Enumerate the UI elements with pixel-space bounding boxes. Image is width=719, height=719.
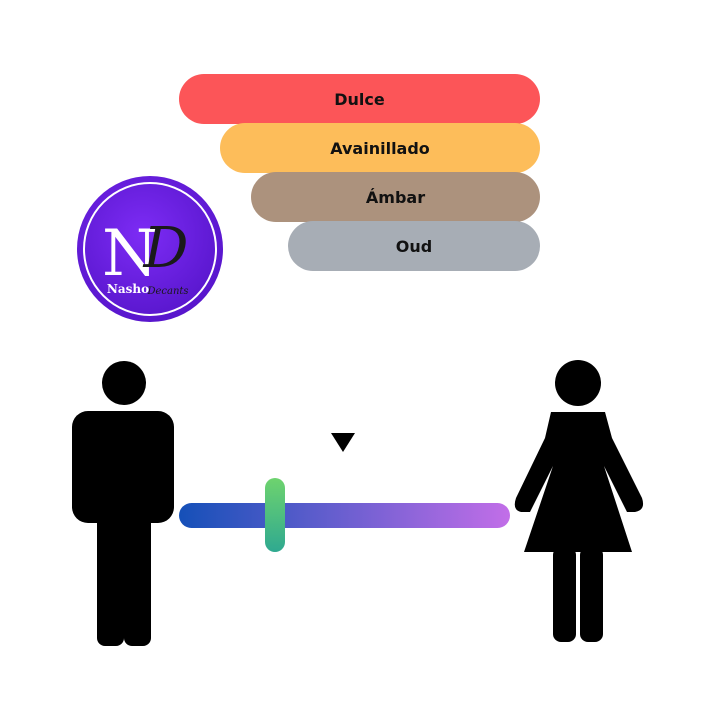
note-pill-avainillado: Avainillado: [220, 123, 540, 173]
nasho-decants-logo: N D Nasho Decants: [77, 176, 223, 322]
note-pill-ambar: Ámbar: [251, 172, 540, 222]
logo-brand: Nasho: [107, 282, 149, 296]
note-label-avainillado: Avainillado: [330, 138, 430, 158]
note-label-oud: Oud: [395, 236, 433, 256]
triangle-down-icon: [331, 433, 355, 452]
logo-script-letter: D: [143, 216, 189, 281]
note-pill-dulce: Dulce: [179, 74, 540, 124]
logo-circle: [77, 176, 223, 322]
gender-slider-thumb[interactable]: [265, 478, 285, 552]
note-label-dulce: Dulce: [334, 89, 385, 109]
logo-brand-script: Decants: [146, 286, 188, 297]
logo-ring: [83, 182, 217, 316]
note-label-ambar: Ámbar: [365, 187, 426, 207]
logo-monogram: N: [102, 217, 158, 291]
woman-icon: [514, 360, 644, 642]
man-icon: [72, 361, 174, 646]
gender-slider-track: [179, 503, 510, 528]
note-pill-oud: Oud: [288, 221, 540, 271]
